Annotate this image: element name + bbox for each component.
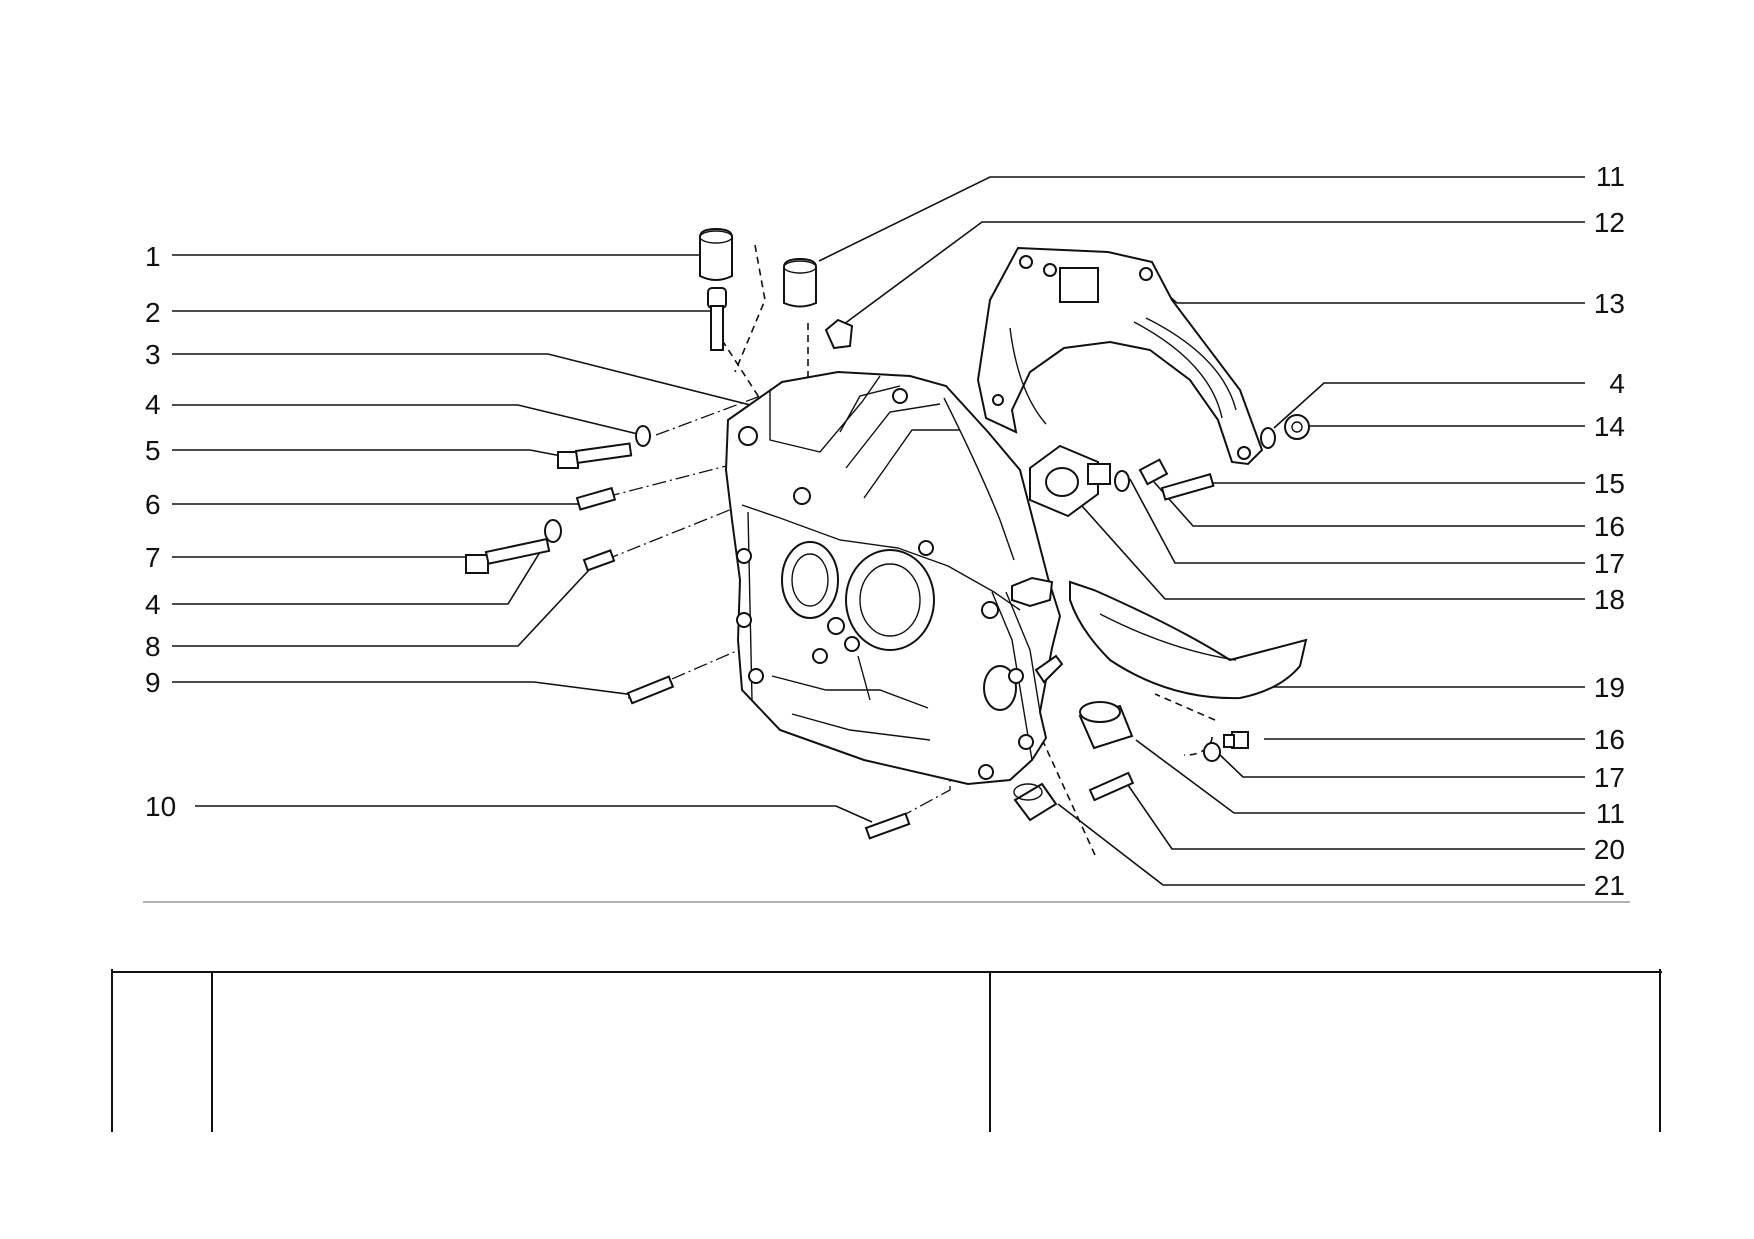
cap-1 [699,227,733,281]
callout-14: 14 [1594,411,1625,442]
stud-10 [864,812,911,840]
callout-labels: 1 2 3 4 5 6 7 4 8 9 10 11 12 13 4 14 15 … [145,161,1625,901]
screw-2 [707,287,727,351]
parts-table [111,969,1662,1132]
callout-18: 18 [1594,584,1625,615]
callout-7: 7 [145,542,161,573]
stud-9 [626,675,675,705]
callout-20: 20 [1594,834,1625,865]
bolt-5 [557,442,633,469]
callout-10: 10 [145,791,176,822]
washer-17-lower [1203,742,1221,762]
nut-14 [1284,414,1310,440]
callout-8: 8 [145,631,161,662]
callout-6: 6 [145,489,161,520]
callout-9: 9 [145,667,161,698]
callout-11-top: 11 [1596,161,1625,192]
callout-4-right: 4 [1609,368,1625,399]
washer-4-right [1260,427,1276,449]
callout-2: 2 [145,297,161,328]
washer-4-lower [544,519,562,543]
callout-1: 1 [145,241,161,272]
callout-4-lower: 4 [145,589,161,620]
callout-3: 3 [145,339,161,370]
stud-8 [582,549,616,572]
dowel-21 [1013,782,1058,822]
stud-6 [575,486,617,511]
gearbox-housing [724,370,1064,786]
clip-12 [824,318,854,350]
callout-11-lower: 11 [1596,798,1625,829]
cap-11-top [783,257,817,308]
callout-15: 15 [1594,468,1625,499]
callout-16-lower: 16 [1594,724,1625,755]
stud-15 [1160,472,1215,501]
callout-19: 19 [1594,672,1625,703]
bush-11-lower [1078,701,1134,750]
engine-mount-plate [976,246,1264,466]
bolt-7 [465,537,551,574]
bolt-16-upper [1138,458,1169,486]
stud-20 [1088,771,1135,802]
washer-17-upper [1114,470,1130,492]
callout-16-upper: 16 [1594,511,1625,542]
callout-17-lower: 17 [1594,762,1625,793]
washer-4-upper [635,425,651,447]
callout-5: 5 [145,435,161,466]
callout-4-upper: 4 [145,389,161,420]
callout-17-upper: 17 [1594,548,1625,579]
bearing-flange-18 [1029,444,1111,518]
callout-13: 13 [1594,288,1625,319]
cover-plate [1069,580,1308,700]
callout-12: 12 [1594,207,1625,238]
bolt-16-lower [1223,731,1249,749]
callout-21: 21 [1594,870,1625,901]
